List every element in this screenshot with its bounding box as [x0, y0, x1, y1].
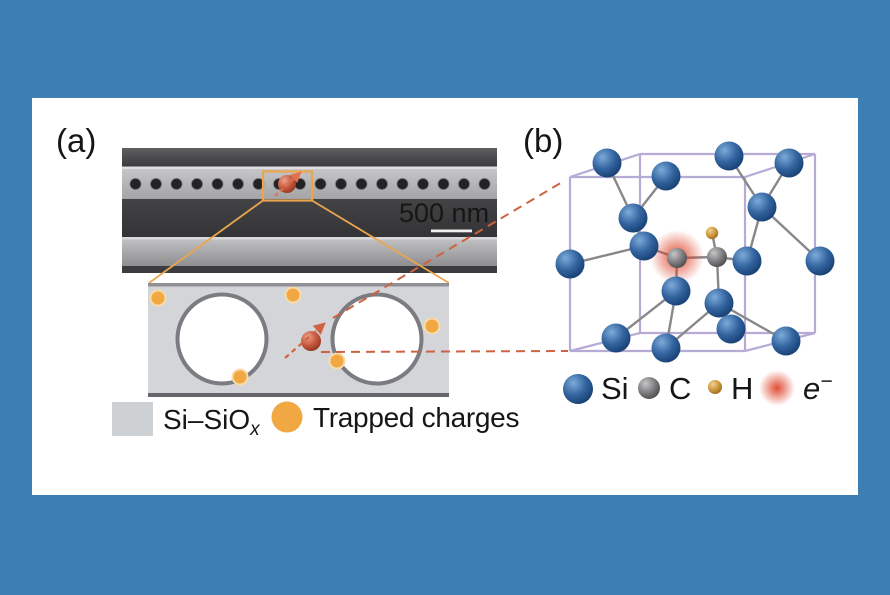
si-atom [592, 148, 622, 178]
h-atom [705, 226, 719, 240]
si-atom [555, 249, 585, 279]
sem-band-lower-light [122, 237, 497, 266]
trapped-charge-swatch [271, 401, 303, 433]
sem-band-bottom-dark [122, 266, 497, 273]
membrane-bottom-edge [148, 393, 449, 397]
panel-a: (a) 500 nm [56, 122, 569, 440]
panel-b: (b) Si C H e− [523, 122, 835, 406]
si-atom [618, 203, 648, 233]
legend-a: Si–SiOx Trapped charges [112, 401, 519, 440]
h-legend-label: H [731, 371, 753, 406]
trapped-charges [149, 286, 441, 386]
si-atom [805, 246, 835, 276]
sem-hole [149, 177, 163, 191]
panel-a-label: (a) [56, 122, 96, 159]
magnifier-cone-left [148, 199, 264, 284]
membrane-top-edge [148, 283, 449, 287]
sem-hole [314, 177, 327, 191]
defect-spin-arrow [274, 171, 302, 197]
si-atom [651, 161, 681, 191]
material-swatch [112, 402, 153, 436]
si-legend-swatch [563, 374, 593, 404]
h-atoms [705, 226, 719, 240]
si-atom [651, 333, 681, 363]
sem-hole [231, 177, 245, 191]
sem-hole [293, 177, 307, 191]
si-atoms [555, 141, 835, 363]
sem-hole [129, 177, 142, 191]
c-atom [707, 247, 727, 267]
panel-b-label: (b) [523, 122, 563, 159]
trapped-charge-dot [149, 289, 167, 307]
sem-hole [457, 177, 471, 191]
si-atom [716, 314, 746, 344]
sem-hole [478, 177, 491, 191]
si-atom [732, 246, 762, 276]
c-atom [667, 248, 687, 268]
trapped-charges-label: Trapped charges [313, 402, 519, 433]
electron-legend-label: e− [803, 370, 833, 406]
sem-hole [190, 177, 204, 191]
membrane-hole-right [330, 292, 424, 386]
trapped-charge-dot [231, 368, 249, 386]
scale-bar [431, 229, 472, 233]
sem-hole [375, 177, 389, 191]
sem-band-lower-rim [122, 237, 497, 240]
electron-sphere [301, 331, 321, 351]
membrane-hole-left [175, 292, 269, 386]
trapped-charge-dot [423, 317, 441, 335]
sem-hole [211, 177, 224, 191]
si-atom [704, 288, 734, 318]
c-legend-label: C [669, 371, 691, 406]
membrane-schematic [148, 283, 449, 397]
si-atom [661, 276, 691, 306]
magnifier-cone-right [311, 199, 450, 284]
si-legend-label: Si [601, 371, 629, 406]
si-atom [747, 192, 777, 222]
c-legend-swatch [638, 377, 660, 399]
material-label: Si–SiOx [163, 404, 261, 440]
sem-hole [170, 177, 183, 191]
sem-hole [252, 177, 265, 191]
h-legend-swatch [708, 380, 722, 394]
si-atom [629, 231, 659, 261]
si-atom [601, 323, 631, 353]
connector-dash-lower [320, 350, 569, 353]
trapped-charge-dot [328, 352, 346, 370]
si-atom [714, 141, 744, 171]
sem-micrograph: 500 nm [122, 148, 497, 273]
c-atoms [667, 247, 727, 268]
si-atom [771, 326, 801, 356]
cavity-highlight-box [261, 170, 314, 202]
sem-nanobeam-rim [122, 166, 497, 169]
sem-hole [396, 177, 409, 191]
trapped-charge-dot [284, 286, 302, 304]
scale-bar-label: 500 nm [399, 198, 489, 228]
sem-hole [355, 177, 368, 191]
sem-hole [437, 177, 450, 191]
legend-b: Si C H e− [563, 370, 833, 406]
electron-legend-swatch [759, 370, 795, 406]
sem-hole [416, 177, 430, 191]
sem-hole [334, 177, 348, 191]
si-atom [774, 148, 804, 178]
sem-band-top-dark [122, 148, 497, 167]
